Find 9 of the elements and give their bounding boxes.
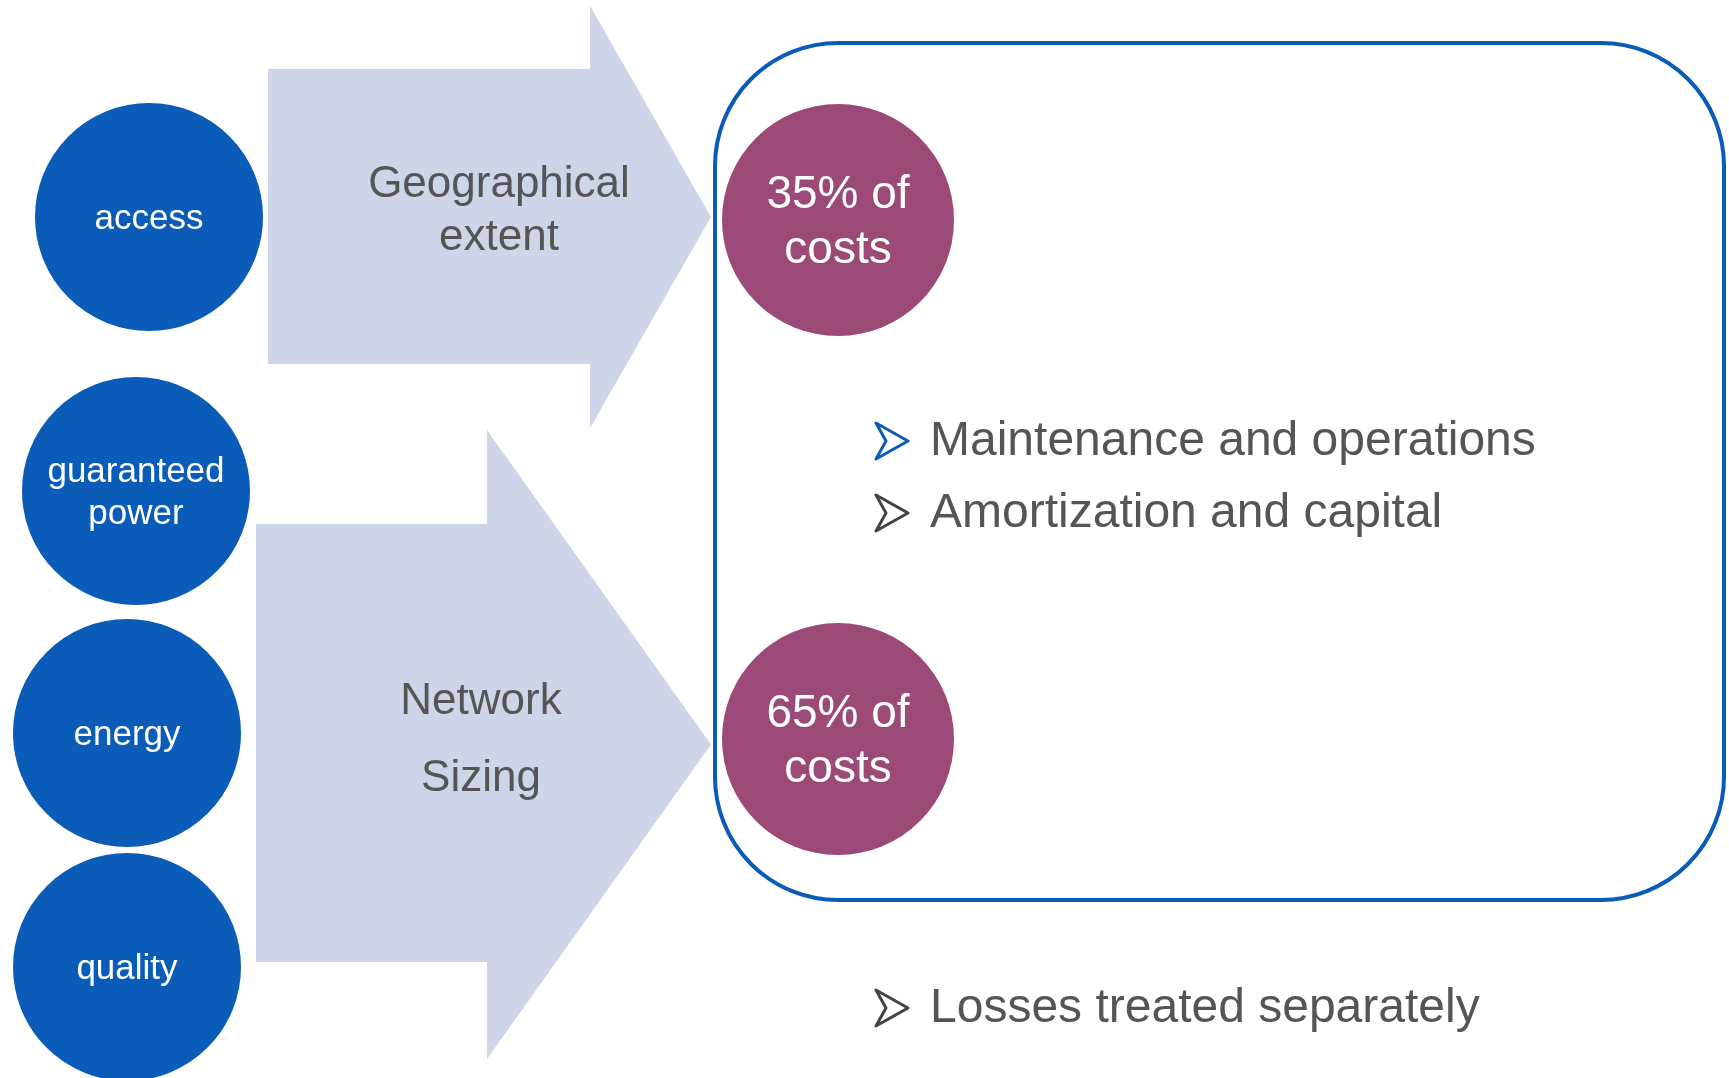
- circle-node: 65% of costs: [722, 623, 954, 855]
- chevron-banner: [268, 6, 711, 428]
- bullet-text: Maintenance and operations: [930, 411, 1536, 466]
- chevron-banner: [256, 430, 711, 1059]
- note-text: Losses treated separately: [930, 978, 1480, 1033]
- circle-node: 35% of costs: [722, 104, 954, 336]
- banner-label: Network Sizing: [399, 673, 563, 802]
- bullet-text: Amortization and capital: [930, 483, 1443, 538]
- banner-label: Geographical extent: [367, 156, 631, 261]
